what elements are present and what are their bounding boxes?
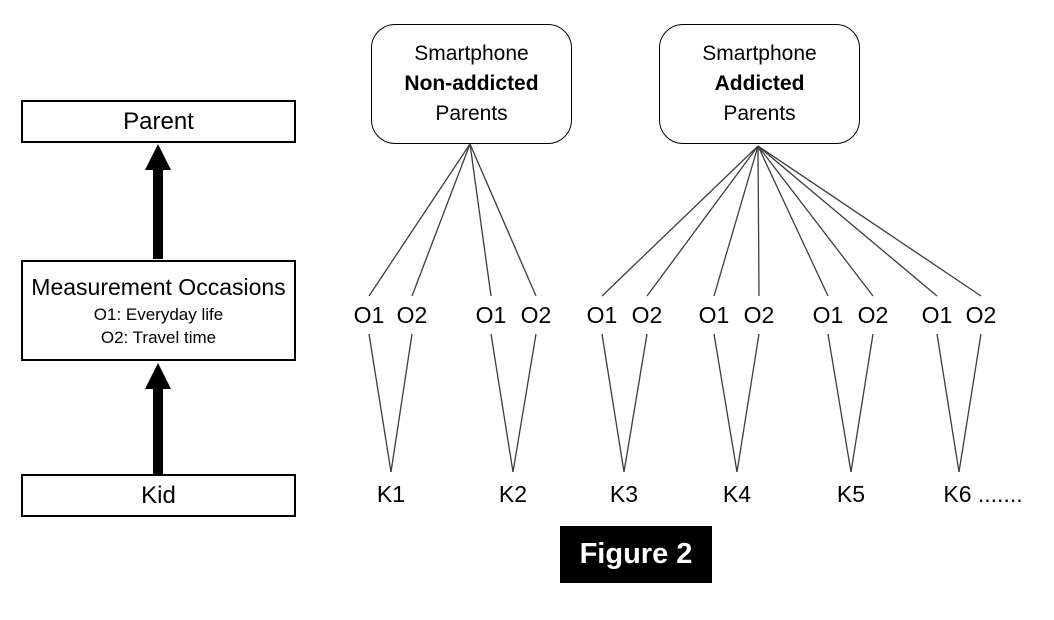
occasion-label-k5-o1: O1 [810,302,846,328]
connector-line [490,333,514,473]
kid-level-label: Kid [141,481,176,509]
connector-line [736,333,760,473]
kid-label-k1: K1 [376,481,406,507]
occasion-label-k3-o2: O2 [629,302,665,328]
occasion-label-k4-o2: O2 [741,302,777,328]
connector-line [850,333,874,473]
occasion-label-k2-o1: O1 [473,302,509,328]
connector-line [646,145,759,297]
connector-line [601,333,625,473]
occasion-label-k1-o1: O1 [351,302,387,328]
connector-line [827,333,852,473]
connector-line [936,333,960,473]
connector-line [390,333,413,473]
connector-line [368,143,471,297]
occasion-label-k4-o1: O1 [696,302,732,328]
kid-label-k2: K2 [498,481,528,507]
connector-line [411,143,471,297]
occasion-label-k2-o2: O2 [518,302,554,328]
connector-line [757,145,829,297]
connector-line [512,333,537,473]
connector-line [757,145,982,297]
kid-label-k4: K4 [722,481,752,507]
addicted-parents-box: Smartphone Addicted Parents [659,24,860,144]
connector-line [713,333,738,473]
figure-caption: Figure 2 [560,526,712,583]
up-arrow-measurement-to-parent [145,144,171,259]
non-addicted-box-line2: Non-addicted [404,72,539,95]
occasion-label-k6-o2: O2 [963,302,999,328]
occasion-label-k5-o2: O2 [855,302,891,328]
occasion-2-definition: O2: Travel time [100,328,217,347]
connector-line [757,145,874,297]
occasion-to-kid-lines [368,333,982,473]
kid-level-box: Kid [21,474,296,517]
arrow-head [145,144,171,170]
parent-level-label: Parent [123,107,194,135]
measurement-occasions-title: Measurement Occasions [31,274,286,300]
non-addicted-box-line1: Smartphone [414,42,529,65]
connector-line [623,333,648,473]
occasion-label-k1-o2: O2 [394,302,430,328]
connector-line [601,145,759,297]
up-arrow-kid-to-measurement [145,363,171,474]
figure-caption-text: Figure 2 [579,538,693,570]
occasion-label-k6-o1: O1 [919,302,955,328]
connector-line [757,145,938,297]
connector-line [469,143,537,297]
connector-line [368,333,392,473]
occasion-label-k3-o1: O1 [584,302,620,328]
connector-line [757,145,760,297]
arrow-head [145,363,171,389]
connector-line [958,333,982,473]
measurement-occasions-box: Measurement Occasions O1: Everyday life … [21,260,296,361]
addicted-box-line1: Smartphone [702,42,817,65]
connector-line [713,145,759,297]
kid-label-k6: K6 ....... [943,481,1023,507]
kid-label-k5: K5 [836,481,866,507]
addicted-fan [601,145,982,297]
arrow-shaft [153,384,163,474]
non-addicted-parents-box: Smartphone Non-addicted Parents [371,24,572,144]
addicted-box-line2: Addicted [714,72,805,95]
addicted-box-line3: Parents [723,102,796,125]
non-addicted-box-line3: Parents [435,102,508,125]
parent-level-box: Parent [21,100,296,143]
kid-label-k3: K3 [609,481,639,507]
occasion-1-definition: O1: Everyday life [93,305,224,324]
arrow-shaft [153,164,163,259]
non-addicted-fan [368,143,537,297]
connector-line [469,143,492,297]
